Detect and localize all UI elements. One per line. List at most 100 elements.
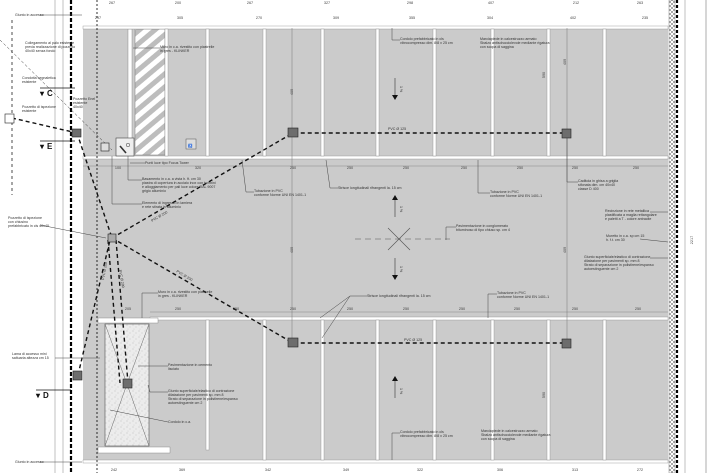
dimension-label: 200 [175,1,181,5]
joint-band-mid2 [149,316,669,321]
light-base [115,137,135,157]
dimension-label: 250 [347,166,353,170]
leader-lines [39,14,669,463]
dimension-label: 250 [517,166,523,170]
dimension-label: 409 [563,59,567,65]
dimension-label: 267 [247,1,253,5]
dimension-label: 100 [115,166,121,170]
pipe-label: PVC Ø 125 [404,338,422,342]
grate-drain [561,338,572,349]
dimension-label: 297 [95,16,101,20]
dimension-label: 590 [542,72,546,78]
dimension-label: 263 [637,1,643,5]
slope-label: 1 % [399,266,403,273]
annotation: Giunto superficiale/elastico di contrazi… [168,389,238,405]
dimension-label: 313 [572,468,578,472]
section-c-label: C [47,89,53,98]
manhole [100,142,110,152]
joint-band-top [82,25,669,30]
dimension-label: 322 [417,468,423,472]
pipe-label: PVC Ø 200 [101,262,108,281]
slope-label: 1 % [399,388,403,395]
dimension-label: 250 [572,307,578,311]
dimension-label: 250 [403,307,409,311]
dimension-label: 250 [290,307,296,311]
section-markers: ▾C ▾E ▾D [35,87,75,400]
dimension-label: 250 [233,307,239,311]
dimension-label: 349 [343,468,349,472]
annotation: Cordolo in c.a. [168,420,191,424]
annotation: Giunto in accesso [15,13,44,17]
dimension-label: 407 [488,1,494,5]
paved-area [83,27,668,462]
dimension-label: 590 [542,392,546,398]
manhole [107,233,117,243]
dimension-label: 409 [290,247,294,253]
pipe-label: PVC Ø 200 [118,269,125,288]
annotation: Strisce longitudinali rifrangenti la. 15… [338,186,402,190]
manhole [287,127,299,138]
dimension-label: 205 [125,307,131,311]
slope-label: 1 % [399,206,403,213]
dimension-label: 250 [514,307,520,311]
dimension-label: 250 [459,307,465,311]
dimension-label: 267 [109,1,115,5]
manhole [71,128,82,138]
drainage-pipes [11,117,567,384]
manhole [4,113,15,124]
slope-cross [355,227,450,251]
dimension-label: 235 [642,16,648,20]
dimension-label: 212 [573,1,579,5]
section-e-label: E [47,142,53,151]
wall-strip [127,28,133,156]
manhole [72,370,83,381]
grate-drain [561,128,572,139]
dimension-label: 272 [637,468,643,472]
ramp-hatch [134,28,166,156]
dimension-label: 342 [265,468,271,472]
dimension-label: 309 [333,16,339,20]
dimension-label: 250 [347,307,353,311]
svg-text:♿: ♿ [188,143,193,148]
dimension-label: 409 [290,89,294,95]
joint-band-bottom [82,459,669,464]
dimension-label: 250 [461,166,467,170]
dimension-label: 250 [635,307,641,311]
section-d-label: D [43,391,49,400]
dimension-label: 369 [179,468,185,472]
dimension-label: 305 [177,16,183,20]
svg-text:▾: ▾ [35,391,41,400]
dimension-label: 409 [563,247,567,253]
annotation: Punti luce tipo Focus Tower [145,161,190,165]
slope-label: 1 % [399,86,403,93]
dimension-label: 250 [290,166,296,170]
annotations: Giunto in accesso Giunto in accesso Coll… [8,13,657,464]
dimension-label: 2217 [690,236,694,244]
annotation: Giunto in accesso [15,460,44,464]
panel-joints [164,28,607,461]
dimension-label: 250 [175,307,181,311]
svg-text:▾: ▾ [39,89,45,98]
dimension-label: 320 [195,166,201,170]
dimension-label: 270 [256,16,262,20]
pipe-label: PVC Ø 125 [388,127,406,131]
dimension-label: 250 [633,166,639,170]
